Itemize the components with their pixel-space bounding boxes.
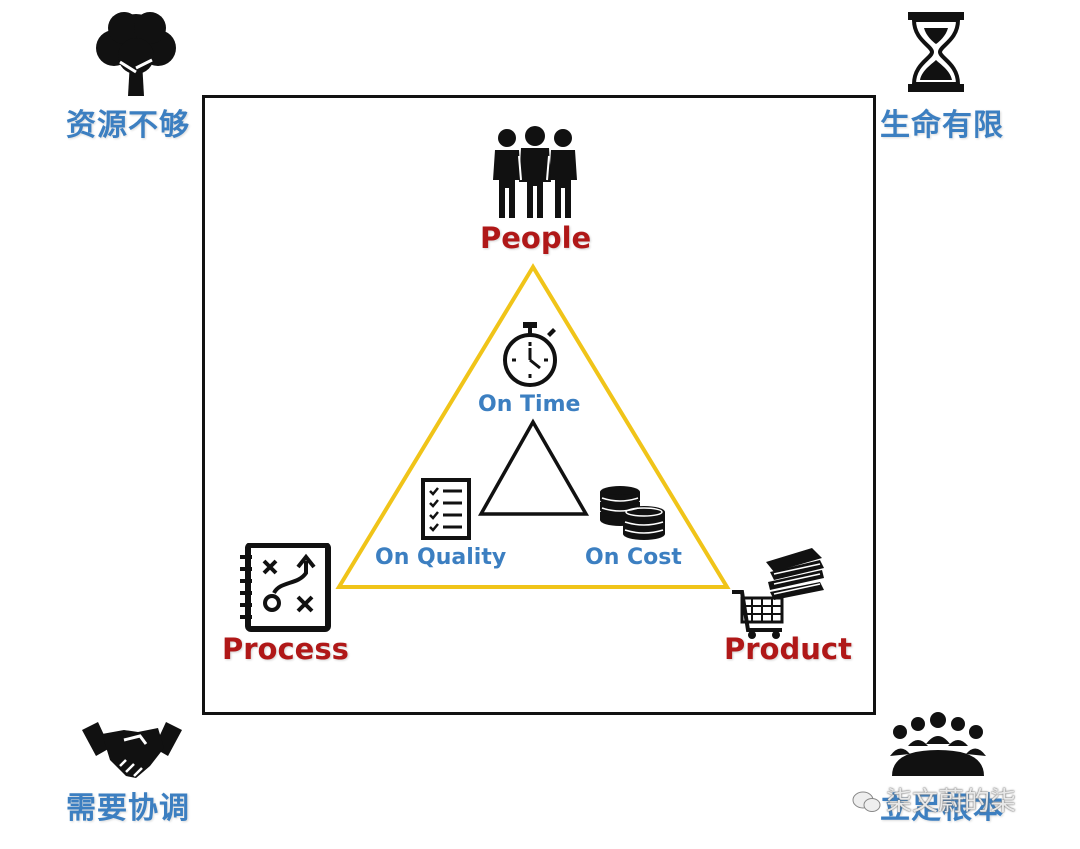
- wechat-icon: [852, 790, 882, 814]
- corner-label-bottom-right: 立足根本: [880, 791, 1004, 826]
- node-label-people: People: [480, 221, 592, 255]
- goal-label-on-time: On Time: [478, 392, 581, 417]
- stopwatch-icon: [500, 320, 560, 388]
- corner-label-top-left: 资源不够: [66, 108, 190, 143]
- coin-stack-icon: [598, 484, 668, 544]
- handshake-icon: [80, 720, 184, 782]
- meeting-group-icon: [888, 710, 988, 778]
- goal-label-on-cost: On Cost: [585, 545, 682, 570]
- corner-label-bottom-left: 需要协调: [66, 791, 190, 826]
- cart-with-books-icon: [730, 542, 830, 640]
- strategy-board-icon: [240, 543, 332, 633]
- goal-label-on-quality: On Quality: [375, 545, 507, 570]
- corner-label-top-right: 生命有限: [880, 108, 1004, 143]
- watermark-text: 柒文蔚的柒: [886, 787, 1017, 817]
- hourglass-icon: [906, 10, 966, 94]
- node-label-product: Product: [724, 632, 852, 666]
- people-group-icon: [485, 126, 585, 220]
- checklist-icon: [420, 477, 472, 541]
- node-label-process: Process: [222, 632, 349, 666]
- tree-icon: [92, 6, 180, 98]
